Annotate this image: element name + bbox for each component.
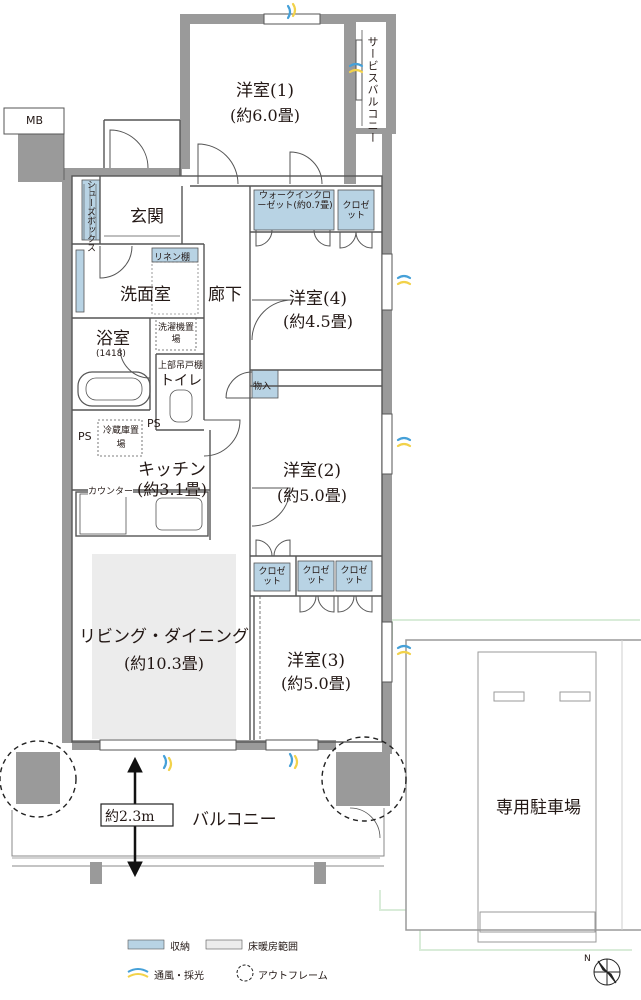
closet-label-western2: クロゼット bbox=[258, 567, 286, 587]
room-toilet-label: トイレ bbox=[160, 373, 202, 389]
washer-label: 洗濯機置場 bbox=[158, 323, 195, 345]
room-kitchen-size: (約3.1畳) bbox=[137, 480, 207, 499]
room-western2-size: (約5.0畳) bbox=[277, 486, 347, 505]
doors bbox=[83, 129, 381, 839]
dimension-box bbox=[100, 803, 174, 827]
legend-swatches bbox=[127, 939, 254, 982]
room-washroom-label: 洗面室 bbox=[120, 285, 171, 305]
room-entrance-label: 玄関 bbox=[130, 207, 164, 227]
counter-label: カウンター bbox=[88, 484, 134, 497]
storage-fills bbox=[75, 179, 375, 592]
mb-box bbox=[3, 107, 65, 135]
room-corridor-label: 廊下 bbox=[208, 285, 242, 305]
ps-label-toilet: PS bbox=[147, 417, 161, 430]
closet-label-western4: クロゼット bbox=[342, 201, 370, 221]
closet-label-western3-b: クロゼット bbox=[340, 566, 368, 586]
room-bath-label: 浴室 bbox=[96, 329, 130, 349]
mb-label: MB bbox=[26, 114, 44, 127]
balcony-label: バルコニー bbox=[192, 810, 277, 830]
linen-shelf-label: リネン棚 bbox=[154, 253, 191, 263]
room-western4-size: (約4.5畳) bbox=[283, 312, 353, 331]
fridge-label: 冷蔵庫置場 bbox=[102, 426, 139, 450]
service-balcony-label: サービスバルコニー bbox=[366, 36, 379, 144]
dimension-label: 約2.3m bbox=[105, 809, 155, 825]
upper-cabinet-label: 上部吊戸棚 bbox=[158, 361, 204, 371]
outframe-circles bbox=[0, 736, 407, 822]
floor-heating-area bbox=[92, 554, 236, 739]
room-western4-name: 洋室(4) bbox=[288, 289, 348, 309]
legend-ventilation: 通風・採光 bbox=[154, 971, 204, 982]
parking-label: 専用駐車場 bbox=[496, 798, 581, 818]
shoebox-label: シューズボックス bbox=[85, 180, 95, 252]
room-western1-name: 洋室(1) bbox=[235, 81, 295, 101]
room-western3-name: 洋室(3) bbox=[286, 651, 346, 671]
legend-floor-heating: 床暖房範囲 bbox=[248, 942, 298, 953]
walkin-closet-label: ウォークインクローゼット(約0.7畳) bbox=[257, 191, 333, 211]
compass-icon bbox=[593, 958, 621, 986]
room-kitchen-name: キッチン bbox=[138, 460, 206, 480]
legend-outframe: アウトフレーム bbox=[258, 971, 328, 982]
room-western3-size: (約5.0畳) bbox=[281, 674, 351, 693]
ventilation-markers bbox=[162, 2, 412, 772]
compass-label: N bbox=[584, 954, 591, 964]
room-living-name: リビング・ダイニング bbox=[79, 627, 249, 647]
ps-label-left: PS bbox=[78, 430, 92, 443]
closet-label-western3-a: クロゼット bbox=[302, 566, 330, 586]
room-living-size: (約10.3畳) bbox=[123, 654, 205, 673]
parking-area bbox=[379, 619, 641, 951]
legend-storage: 収納 bbox=[170, 942, 190, 953]
room-western2-name: 洋室(2) bbox=[282, 461, 342, 481]
room-western1-size: (約6.0畳) bbox=[230, 106, 300, 125]
store-label: 物入 bbox=[253, 382, 272, 392]
room-bath-size: (1418) bbox=[96, 349, 126, 359]
